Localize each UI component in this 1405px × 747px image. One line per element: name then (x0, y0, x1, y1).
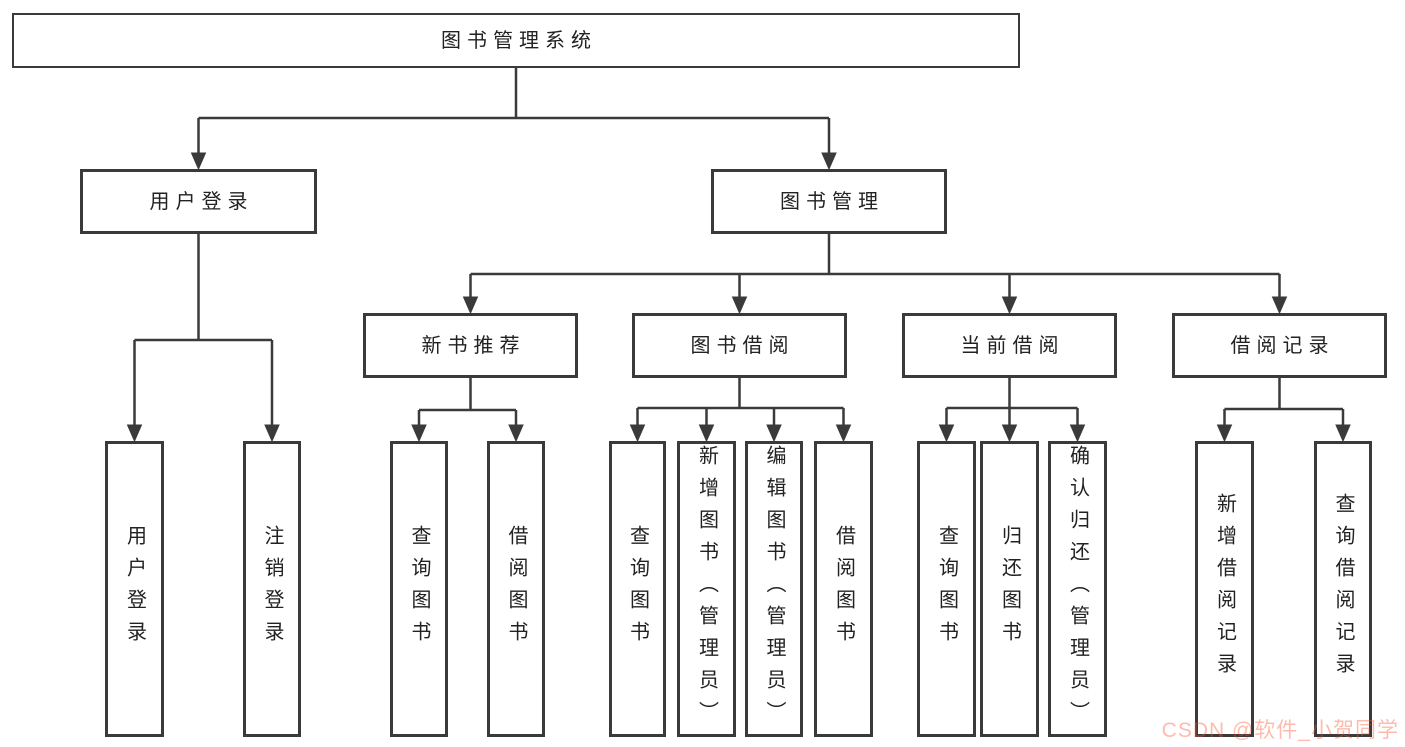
csdn-watermark: CSDN @软件_小贺同学 (1161, 719, 1399, 742)
leaf-query-books-current: 查询图书 (917, 441, 976, 737)
leaf-return-books: 归还图书 (980, 441, 1039, 737)
leaf-edit-books-admin: 编辑图书（管理员） (745, 441, 803, 737)
node-new-book-recommendation: 新书推荐 (363, 313, 578, 378)
leaf-logout: 注销登录 (243, 441, 301, 737)
leaf-add-borrow-record: 新增借阅记录 (1195, 441, 1254, 737)
leaf-user-login: 用户登录 (105, 441, 164, 737)
leaf-query-books-recommend: 查询图书 (390, 441, 448, 737)
leaf-query-books-borrowing: 查询图书 (609, 441, 666, 737)
leaf-borrow-books-recommend: 借阅图书 (487, 441, 545, 737)
leaf-add-books-admin: 新增图书（管理员） (677, 441, 736, 737)
leaf-borrow-books-borrowing: 借阅图书 (814, 441, 873, 737)
node-borrowing-records: 借阅记录 (1172, 313, 1387, 378)
node-book-management: 图书管理 (711, 169, 947, 234)
node-user-login: 用户登录 (80, 169, 317, 234)
leaf-confirm-return-admin: 确认归还（管理员） (1048, 441, 1107, 737)
node-book-borrowing: 图书借阅 (632, 313, 847, 378)
node-library-management-system: 图书管理系统 (12, 13, 1020, 68)
node-current-borrowing: 当前借阅 (902, 313, 1117, 378)
leaf-query-borrow-record: 查询借阅记录 (1314, 441, 1372, 737)
